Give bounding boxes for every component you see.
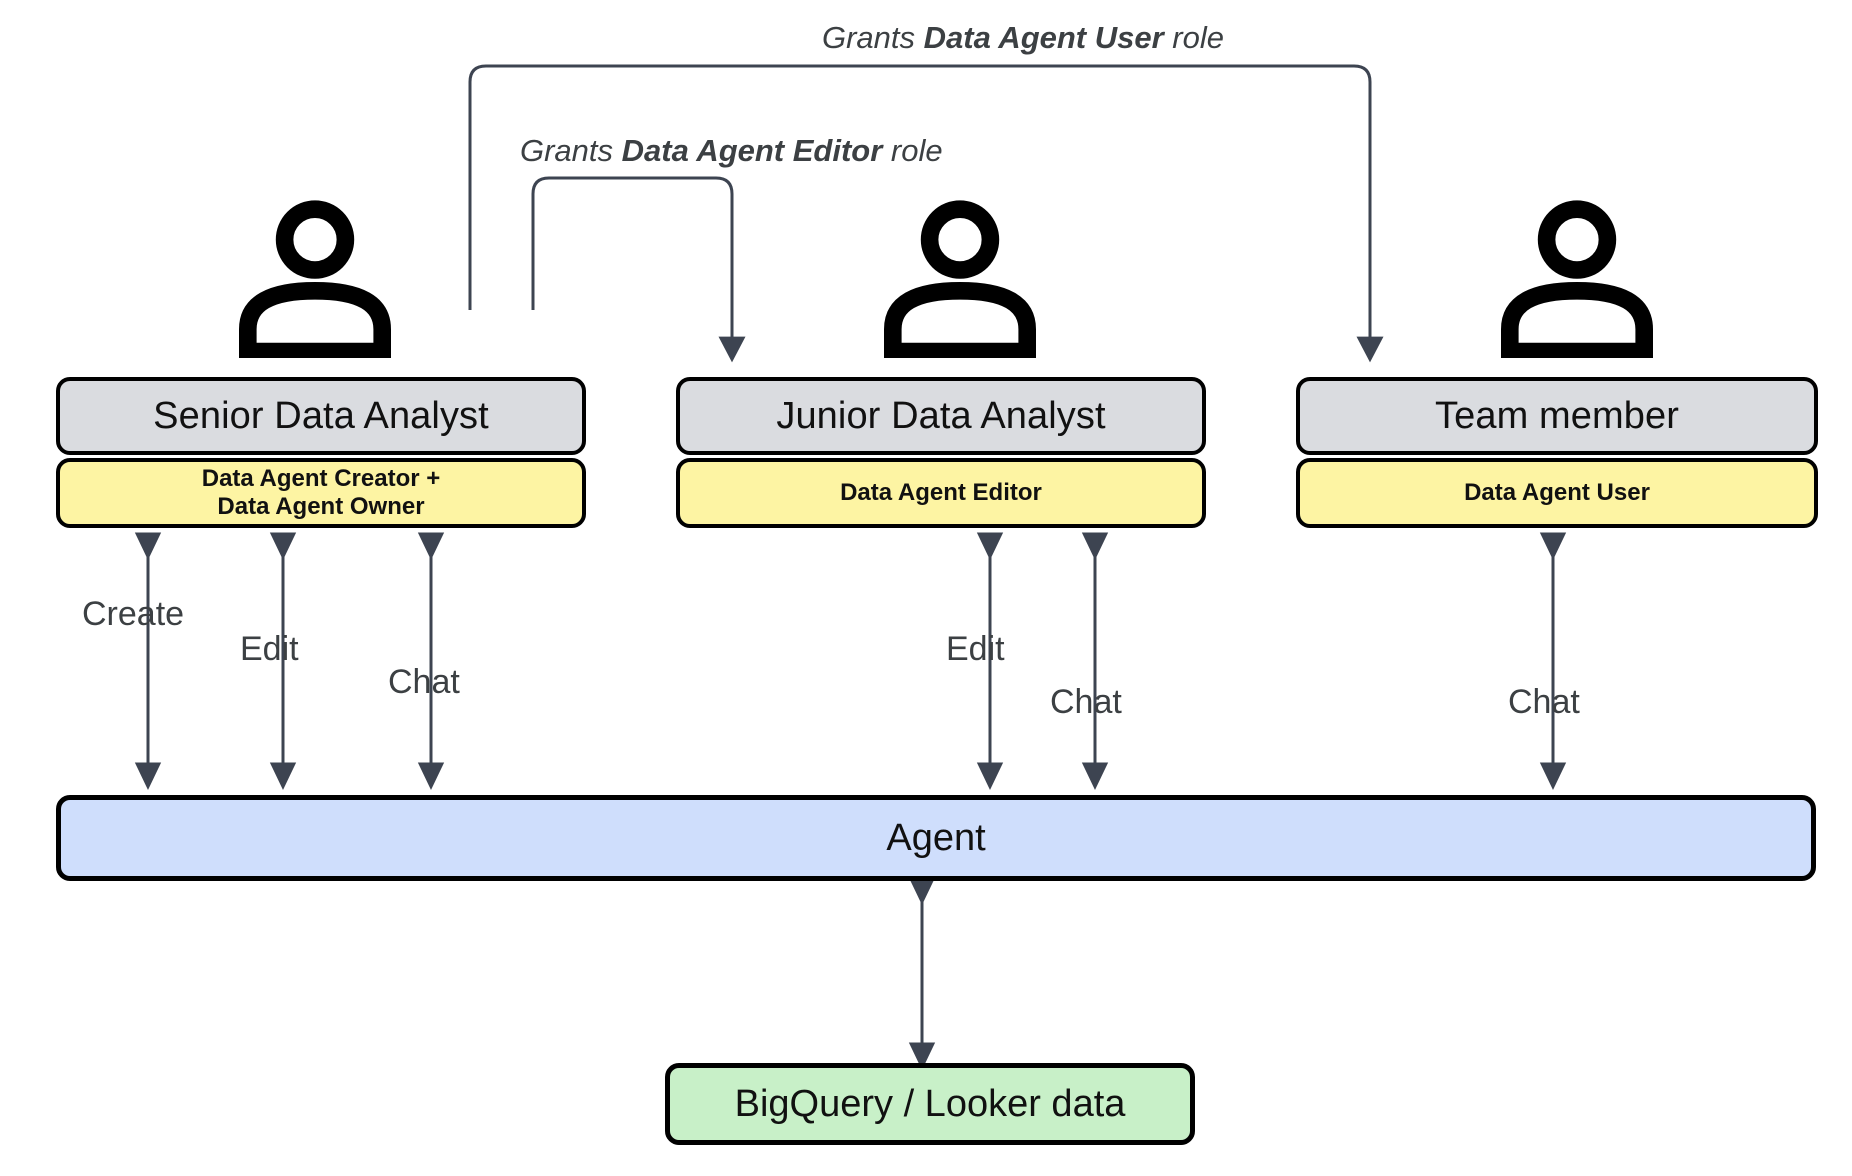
person-icon-junior-data-analyst	[880, 198, 1040, 361]
person-icon	[239, 200, 391, 361]
person-icon	[1501, 200, 1653, 361]
action-label-senior-edit: Edit	[240, 630, 299, 668]
persona-title-senior-data-analyst[interactable]: Senior Data Analyst	[56, 377, 586, 455]
edge-grants-data-agent-editor	[531, 176, 746, 363]
persona-role-label: Data Agent Editor	[840, 478, 1042, 506]
grant-user-suffix: role	[1163, 20, 1224, 55]
grant-label-data-agent-user: Grants Data Agent User role	[822, 20, 1224, 56]
action-label-senior-create: Create	[82, 595, 185, 633]
action-label-team-chat: Chat	[1508, 683, 1580, 721]
persona-title-junior-data-analyst[interactable]: Junior Data Analyst	[676, 377, 1206, 455]
grant-user-role: Data Agent User	[923, 20, 1164, 55]
persona-title-label: Junior Data Analyst	[776, 394, 1106, 437]
person-icon	[884, 200, 1036, 361]
persona-role-team-member[interactable]: Data Agent User	[1296, 458, 1818, 528]
persona-role-label: Data Agent User	[1464, 478, 1650, 506]
persona-title-team-member[interactable]: Team member	[1296, 377, 1818, 455]
grant-editor-suffix: role	[882, 133, 943, 168]
persona-role-senior-data-analyst[interactable]: Data Agent Creator + Data Agent Owner	[56, 458, 586, 528]
agent-label: Agent	[886, 816, 986, 859]
person-icon-team-member	[1497, 198, 1657, 361]
action-label-junior-edit: Edit	[946, 630, 1005, 668]
person-icon-senior-data-analyst	[235, 198, 395, 361]
data-source-node[interactable]: BigQuery / Looker data	[665, 1063, 1195, 1145]
grant-editor-role: Data Agent Editor	[621, 133, 883, 168]
agent-node[interactable]: Agent	[56, 795, 1816, 881]
data-source-label: BigQuery / Looker data	[734, 1082, 1126, 1125]
persona-role-label: Data Agent Creator + Data Agent Owner	[202, 465, 441, 522]
action-label-senior-chat: Chat	[388, 663, 460, 701]
grant-editor-prefix: Grants	[520, 133, 622, 168]
persona-role-junior-data-analyst[interactable]: Data Agent Editor	[676, 458, 1206, 528]
persona-role-line2: Data Agent Owner	[217, 493, 425, 520]
persona-title-label: Team member	[1435, 394, 1679, 437]
grant-user-prefix: Grants	[822, 20, 924, 55]
persona-role-line1: Data Agent Creator +	[201, 464, 441, 492]
grant-label-data-agent-editor: Grants Data Agent Editor role	[520, 133, 943, 169]
persona-title-label: Senior Data Analyst	[153, 394, 489, 437]
action-label-junior-chat: Chat	[1050, 683, 1122, 721]
